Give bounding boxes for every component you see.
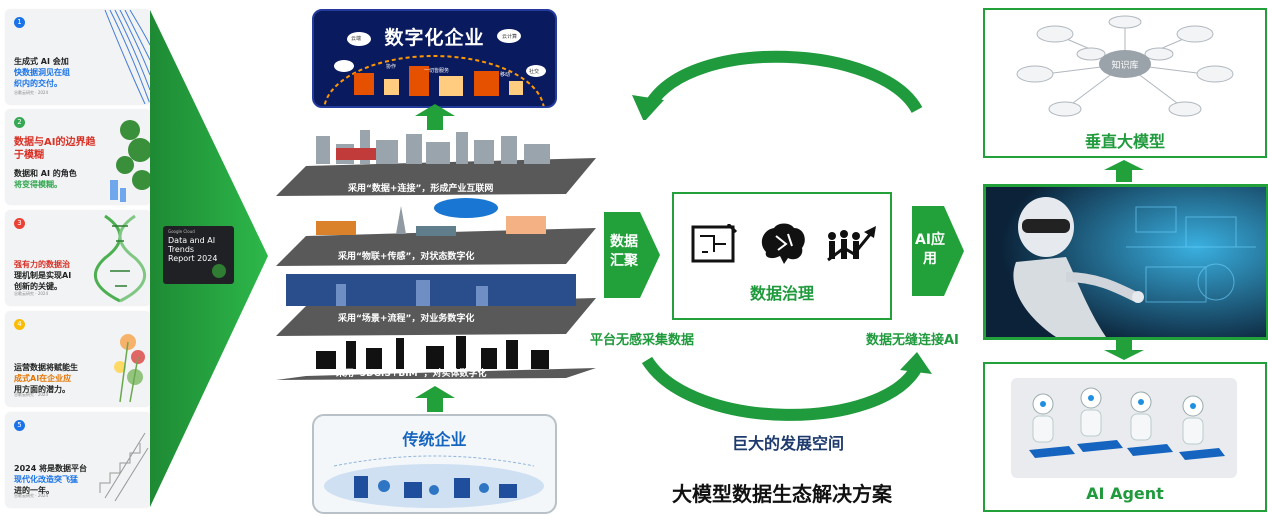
knowledge-base-diagram-icon [1016,15,1234,117]
card-footnote: 谷歌云研究 · 2024 [14,493,48,498]
layer-4-plate [276,336,596,380]
up-arrow-icon [1104,160,1144,182]
card-number: 2 [14,117,25,128]
tag-cloud-computing: 云计算 [502,34,518,40]
agents-image [1011,378,1237,478]
card-line: 成式AI在企业应 [14,374,72,383]
layer-3-plate [276,274,596,336]
tag-mobile: 移动 [500,72,511,78]
layer-label-2: 采用“物联+传感”，对状态数字化 [338,252,475,262]
card-line: 创新的关键。 [14,282,62,291]
traditional-city-icon [324,455,544,508]
leaf-icon [212,264,226,278]
report-card-4: 4 运营数据将赋能生 成式AI在企业应 用方面的潜力。 谷歌云研究 · 2024 [6,312,150,406]
layer-label-3: 采用“场景+流程”，对业务数字化 [338,314,475,324]
card-number: 3 [14,218,25,229]
blue-lines-art-icon [104,10,150,104]
data-governance-box: 数据治理 [672,192,892,320]
report-title: Data and AI Trends Report 2024 [168,236,218,263]
traditional-enterprise-title: 传统企业 [402,430,467,449]
card-line: 用方面的潜力。 [14,385,70,394]
ai-agent-label: AI Agent [1086,484,1164,503]
card-line: 生成式 AI 会加 [14,57,69,66]
robots-at-laptops-icon [1029,387,1225,460]
card-line: 将变得模糊。 [14,180,62,189]
digital-city-icon [323,29,546,106]
card-text: 2024 将是数据平台 现代化改造突飞猛 进的一年。 [14,463,94,496]
card-line: 现代化改造突飞猛 [14,475,78,484]
ai-robot-image [983,184,1268,340]
digital-enterprise-title: 数字化企业 [384,27,485,49]
card-footnote: 谷歌云研究 · 2024 [14,392,48,397]
card-number: 1 [14,17,25,28]
card-footnote: 谷歌云研究 · 2024 [14,90,48,95]
ai-agent-box: AI Agent [983,362,1267,512]
cycle-arrow-bottom-icon [641,352,932,421]
tag-service: 一切皆服务 [424,68,450,74]
tag-cloud: 云端 [351,36,362,42]
report-card-3: 3 强有力的数据治 理机制是实现AI 创新的关键。 谷歌云研究 · 2024 [6,211,150,305]
tag-social: 社交 [529,69,540,75]
card-line: 2024 将是数据平台 [14,464,88,473]
card-line: 快数据洞见在组 [14,68,70,77]
layer-label-4: 采用“3DGIS+BIM”，对实体数字化 [336,369,487,379]
card-number: 5 [14,420,25,431]
card-line: 理机制是实现AI [14,271,72,280]
ai-apply-arrow [912,206,964,296]
data-gather-arrow [604,212,660,298]
layer-label-1: 采用“数据+连接”，形成产业互联网 [348,184,494,194]
card-line: 织内的交付。 [14,79,62,88]
blueprint-icon [691,224,738,263]
data-governance-label: 数据治理 [749,284,814,303]
report-cover: Google Cloud Data and AI Trends Report 2… [163,226,234,284]
card-number: 4 [14,319,25,330]
robot-hand-icon [986,187,1266,337]
report-card-1: 1 生成式 AI 会加 快数据洞见在组 织内的交付。 谷歌云研究 · 2024 [6,10,150,104]
flower-art-icon [114,334,145,403]
main-title: 大模型数据生态解决方案 [672,482,892,506]
card-text: 生成式 AI 会加 快数据洞见在组 织内的交付。 [14,56,94,89]
platform-collect-caption: 平台无感采集数据 [590,333,695,348]
card-title: 数据与AI的边界趋于模糊 [14,137,96,161]
leaf-art-icon [110,120,150,202]
vertical-model-label: 垂直大模型 [1084,132,1165,151]
tag-collab: 协作 [386,64,397,70]
stairs-art-icon [99,432,149,502]
down-arrow-icon [1104,338,1144,360]
seamless-ai-caption: 数据无缝连接AI [866,333,959,348]
card-line: 数据和 AI 的角色 [14,169,77,178]
traditional-enterprise-panel: 传统企业 [312,414,557,514]
report-brand: Google Cloud [168,229,195,234]
data-gather-label: 数据汇聚 [610,234,638,269]
digital-enterprise-panel: 数字化企业 云端 协作 一切皆服务 移动 云计算 社交 [312,9,557,108]
up-arrow-icon [415,104,455,130]
layers-stack [276,130,596,380]
growth-space-caption: 巨大的发展空间 [731,434,844,453]
report-card-5: 5 2024 将是数据平台 现代化改造突飞猛 进的一年。 谷歌云研究 · 202… [6,413,150,507]
knowledge-base-label: 知识库 [1111,61,1139,71]
card-text: 运营数据将赋能生 成式AI在企业应 用方面的潜力。 [14,362,94,395]
card-text: 数据和 AI 的角色 将变得模糊。 [14,168,94,190]
layer-2-plate [276,198,596,266]
cycle-arrow-top-icon [632,50,923,120]
up-arrow-icon [415,386,455,412]
report-card-2: 2 数据与AI的边界趋于模糊 数据和 AI 的角色 将变得模糊。 [6,110,150,204]
brain-icon [761,223,805,264]
card-text: 强有力的数据治 理机制是实现AI 创新的关键。 [14,259,94,292]
vertical-model-box: 知识库 垂直大模型 [983,8,1267,158]
ai-apply-label: AI应用 [914,232,946,267]
dna-helix-icon [94,214,146,303]
layer-1-plate [276,130,596,196]
card-line: 强有力的数据治 [14,260,70,269]
card-line: 进的一年。 [14,486,54,495]
card-line: 运营数据将赋能生 [14,363,78,372]
team-growth-icon [827,226,876,262]
card-footnote: 谷歌云研究 · 2024 [14,291,48,296]
